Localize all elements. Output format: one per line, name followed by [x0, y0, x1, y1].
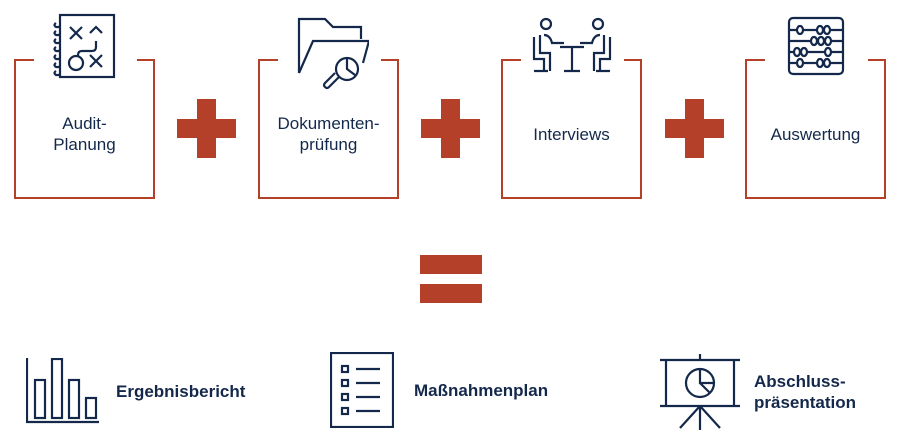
frame-outline: [14, 59, 155, 199]
step-audit-planung: Audit- Planung: [14, 13, 155, 199]
result-label-line1: Abschluss-: [754, 372, 846, 391]
frame-outline: [258, 59, 399, 199]
step-label-line1: Dokumenten-: [277, 114, 380, 133]
strategy-notebook-icon: [51, 13, 118, 79]
result-ergebnisbericht: Ergebnisbericht: [25, 357, 246, 424]
interview-icon: [529, 17, 614, 77]
abacus-icon: [786, 16, 845, 76]
step-frame: [745, 59, 886, 199]
step-label-line2: prüfung: [299, 135, 358, 154]
step-auswertung: Auswertung: [745, 16, 886, 199]
result-label: Ergebnisbericht: [116, 381, 246, 401]
step-label-line1: Interviews: [533, 124, 610, 144]
step-dokumentenpruefung: Dokumenten-prüfung: [258, 11, 399, 199]
frame-outline: [501, 59, 642, 199]
result-label-line2: präsentation: [754, 393, 857, 412]
frame-outline: [745, 59, 886, 199]
step-label: Interviews: [501, 59, 642, 199]
bar-chart-icon: [25, 357, 100, 424]
step-label: Dokumenten-prüfung: [258, 59, 399, 199]
step-interviews: Interviews: [501, 17, 642, 199]
result-label: Abschluss- präsentation: [754, 371, 856, 413]
plus-operator: [421, 99, 480, 158]
result-abschlusspraesentation: Abschluss- präsentation: [660, 354, 856, 430]
step-frame: [501, 59, 642, 199]
step-frame: [14, 59, 155, 199]
equals-operator: [420, 255, 482, 303]
step-label-line1: Audit-: [62, 114, 107, 133]
result-label: Maßnahmenplan: [414, 380, 549, 400]
checklist-icon: [329, 351, 395, 429]
step-frame: [258, 59, 399, 199]
plus-operator: [665, 99, 724, 158]
step-label: Audit- Planung: [14, 59, 155, 199]
step-label-line1: Auswertung: [770, 124, 861, 144]
result-massnahmenplan: Maßnahmenplan: [329, 351, 549, 429]
step-label-line2: Planung: [53, 135, 116, 154]
presentation-icon: [660, 354, 740, 430]
plus-operator: [177, 99, 236, 158]
folder-search-icon: [288, 11, 370, 91]
step-label: Auswertung: [745, 59, 886, 199]
